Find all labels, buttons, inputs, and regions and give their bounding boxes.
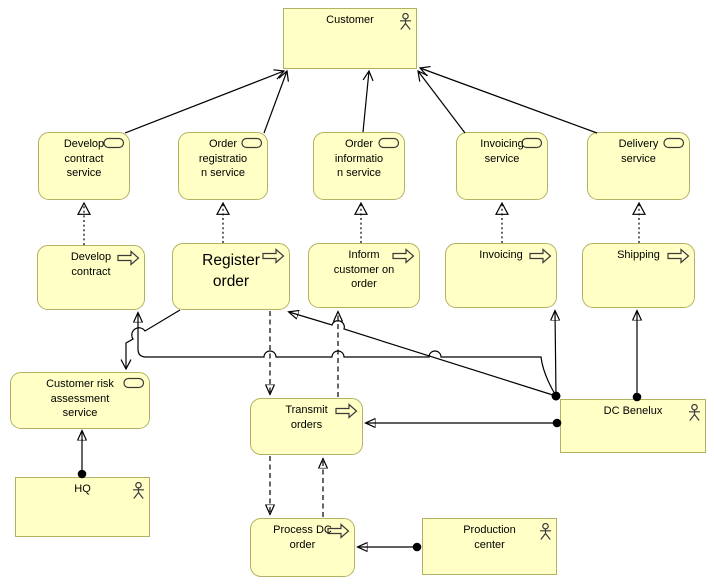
node-label: Develop contract [70,251,112,278]
assignment-dc-benelux-to-invoicing[interactable] [555,311,556,396]
node-customer-risk-assessment-service[interactable]: Customer risk assessment service [10,372,150,429]
node-label: Invoicing [479,249,523,261]
node-transmit-orders[interactable]: Transmit orders [250,398,363,455]
assignment-dc-benelux-to-register-order[interactable] [289,312,556,396]
business-process-icon [262,248,285,264]
business-service-icon [521,137,543,149]
node-develop-contract-service[interactable]: Develop contract service [38,132,130,200]
business-process-icon [392,248,415,264]
serving-order-registration-service-to-customer[interactable] [263,71,287,134]
node-production-center[interactable]: Production center [422,518,557,575]
node-label: Develop contract service [63,138,105,179]
business-service-icon [663,137,685,149]
business-actor-icon [400,13,411,30]
node-label: Delivery service [618,138,659,165]
node-label: Shipping [617,249,660,261]
business-actor-icon [540,523,551,540]
node-hq[interactable]: HQ [15,477,150,537]
serving-delivery-service-to-customer[interactable] [420,68,598,134]
business-actor-icon [689,404,700,421]
node-label: Inform customer on order [333,249,395,290]
business-actor-icon [133,482,144,499]
node-label: Production center [463,524,516,551]
business-service-icon [241,137,263,149]
node-invoicing-service[interactable]: Invoicing service [456,132,548,200]
node-label: Transmit orders [285,404,328,431]
business-process-icon [327,523,350,539]
business-service-icon [378,137,400,149]
node-order-information-service[interactable]: Order informatio n service [313,132,405,200]
business-process-icon [117,250,140,266]
business-service-icon [103,137,125,149]
node-label: DC Benelux [603,405,663,417]
serving-invoicing-service-to-customer[interactable] [418,71,466,134]
node-label: Register order [202,252,260,290]
node-register-order[interactable]: Register order [172,243,290,310]
serving-register-order-to-customer-risk[interactable] [126,309,181,369]
node-label: Order informatio n service [334,138,384,179]
node-invoicing[interactable]: Invoicing [445,243,557,308]
business-process-icon [667,248,690,264]
node-customer[interactable]: Customer [283,8,417,69]
node-delivery-service[interactable]: Delivery service [587,132,690,200]
node-process-dc-order[interactable]: Process DC order [250,518,355,577]
node-label: Customer [326,14,374,26]
assignment-dc-benelux-to-develop-contract[interactable] [138,313,556,396]
serving-order-information-service-to-customer[interactable] [362,71,369,133]
node-label: Invoicing service [480,138,524,165]
node-order-registration-service[interactable]: Order registratio n service [178,132,268,200]
node-label: Order registratio n service [198,138,248,179]
node-develop-contract[interactable]: Develop contract [37,245,145,310]
node-dc-benelux[interactable]: DC Benelux [560,399,706,453]
business-service-icon [123,377,145,389]
node-shipping[interactable]: Shipping [582,243,695,308]
serving-develop-contract-service-to-customer[interactable] [124,71,284,134]
node-label: HQ [74,483,91,495]
node-label: Customer risk assessment service [46,378,114,419]
node-inform-customer-on-order[interactable]: Inform customer on order [308,243,420,308]
business-process-icon [529,248,552,264]
business-process-icon [335,403,358,419]
